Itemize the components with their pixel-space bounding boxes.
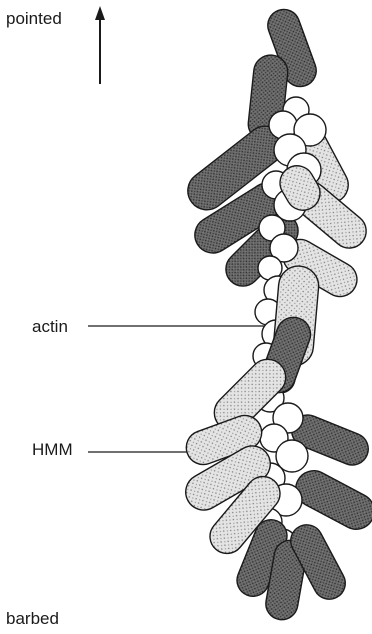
barbed-end-label: barbed <box>6 610 59 627</box>
pointed-end-arrow <box>95 6 105 84</box>
actin-label: actin <box>32 318 68 335</box>
decorated-actin-filament <box>179 5 372 622</box>
pointed-end-label: pointed <box>6 10 62 27</box>
hmm-label: HMM <box>32 441 73 458</box>
